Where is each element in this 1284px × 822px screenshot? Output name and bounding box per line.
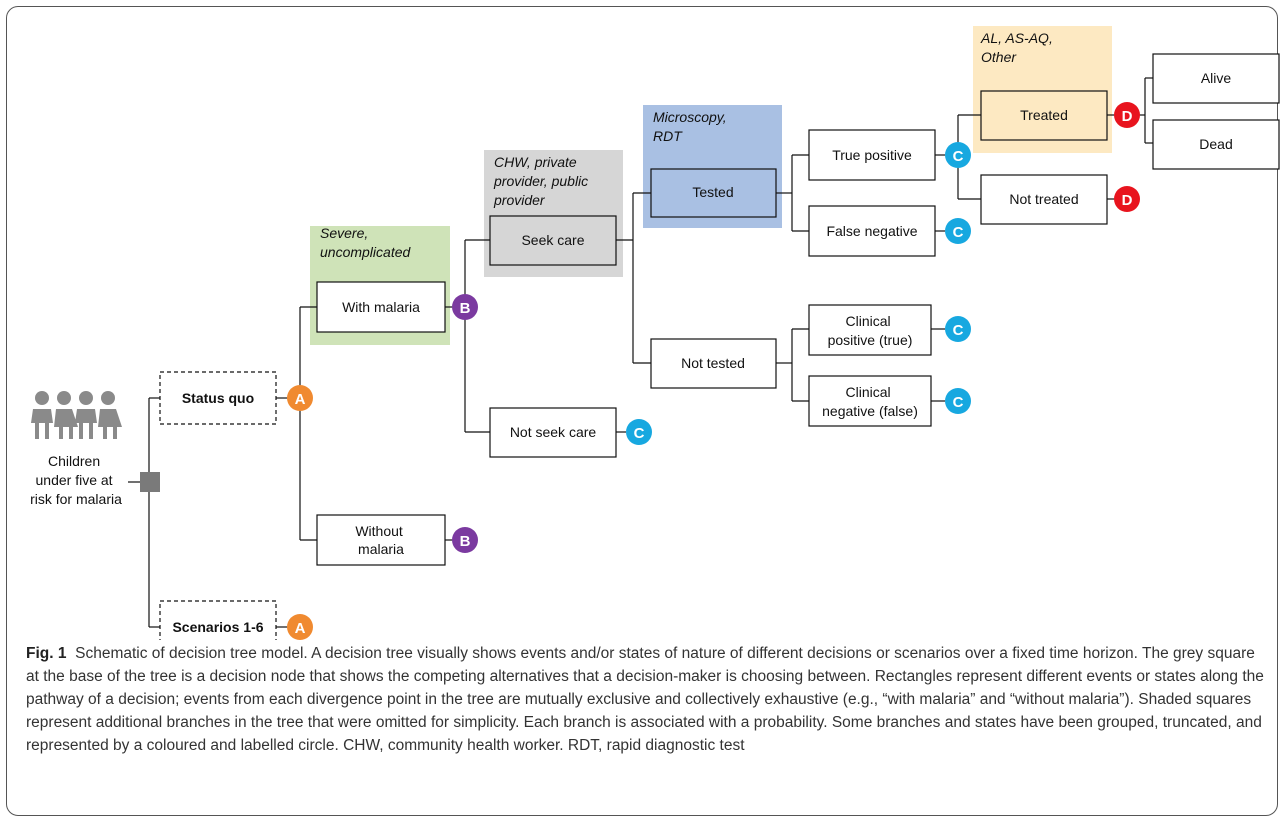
seek-care-label: Seek care: [521, 232, 584, 248]
scenarios-label: Scenarios 1-6: [172, 619, 263, 635]
node-d-not-treated: D: [1114, 186, 1140, 212]
svg-text:A: A: [295, 620, 306, 637]
root-label: Children under five at risk for malaria: [30, 453, 122, 507]
alive-box: [1152, 53, 1280, 104]
figure-caption: Fig. 1 Schematic of decision tree model.…: [26, 642, 1266, 757]
clinical-positive-label: Clinical positive (true): [828, 313, 913, 348]
treated-box: [980, 90, 1108, 141]
svg-text:C: C: [634, 425, 645, 442]
children-group-icon: [31, 391, 122, 439]
not-seek-care-box: [489, 407, 617, 458]
node-d-treated: D: [1114, 102, 1140, 128]
not-seek-care-label: Not seek care: [510, 424, 597, 440]
severity-label: Severe, uncomplicated: [320, 225, 411, 260]
tested-box: [650, 168, 777, 218]
treated-label: Treated: [1020, 107, 1068, 123]
node-b-with-malaria: B: [452, 294, 478, 320]
drug-label: AL, AS-AQ, Other: [980, 30, 1057, 65]
alive-label: Alive: [1201, 70, 1232, 86]
dead-box: [1152, 119, 1280, 170]
scenarios-box: [159, 600, 277, 640]
node-c-clinical-negative: C: [945, 388, 971, 414]
test-label: Microscopy, RDT: [653, 109, 731, 144]
connector-lines: [128, 77, 1153, 628]
not-tested-box: [650, 338, 777, 389]
node-a-scenarios: A: [287, 614, 313, 640]
false-negative-label: False negative: [826, 223, 917, 239]
svg-text:A: A: [295, 391, 306, 408]
not-tested-label: Not tested: [681, 355, 745, 371]
node-c-false-negative: C: [945, 218, 971, 244]
node-c-clinical-positive: C: [945, 316, 971, 342]
svg-text:B: B: [460, 300, 471, 317]
figure-frame: [6, 6, 1278, 816]
node-c-true-positive: C: [945, 142, 971, 168]
node-a-status-quo: A: [287, 385, 313, 411]
false-negative-box: [808, 205, 936, 257]
clinical-negative-box: [808, 375, 932, 427]
status-quo-box: [159, 371, 277, 425]
svg-text:D: D: [1122, 192, 1133, 209]
not-treated-box: [980, 174, 1108, 225]
with-malaria-box: [316, 281, 446, 333]
tested-label: Tested: [692, 184, 733, 200]
without-malaria-label: Without malaria: [355, 523, 406, 557]
seek-care-box: [489, 215, 617, 266]
svg-text:C: C: [953, 394, 964, 411]
not-treated-label: Not treated: [1009, 191, 1078, 207]
true-positive-label: True positive: [832, 147, 912, 163]
decision-tree-diagram: Children under five at risk for malaria …: [30, 26, 1280, 640]
clinical-positive-box: [808, 304, 932, 356]
figure-label: Fig. 1: [26, 645, 67, 662]
with-malaria-label: With malaria: [342, 299, 420, 315]
true-positive-box: [808, 129, 936, 181]
without-malaria-box: [316, 514, 446, 566]
dead-label: Dead: [1199, 136, 1232, 152]
clinical-negative-label: Clinical negative (false): [822, 384, 918, 419]
svg-text:B: B: [460, 533, 471, 550]
node-c-not-seek-care: C: [626, 419, 652, 445]
decision-node-square: [140, 472, 160, 492]
svg-text:C: C: [953, 322, 964, 339]
svg-text:C: C: [953, 148, 964, 165]
provider-label: CHW, private provider, public provider: [493, 154, 592, 208]
svg-text:C: C: [953, 224, 964, 241]
status-quo-label: Status quo: [182, 390, 254, 406]
node-b-without-malaria: B: [452, 527, 478, 553]
svg-text:D: D: [1122, 108, 1133, 125]
caption-text: Schematic of decision tree model. A deci…: [26, 645, 1264, 754]
